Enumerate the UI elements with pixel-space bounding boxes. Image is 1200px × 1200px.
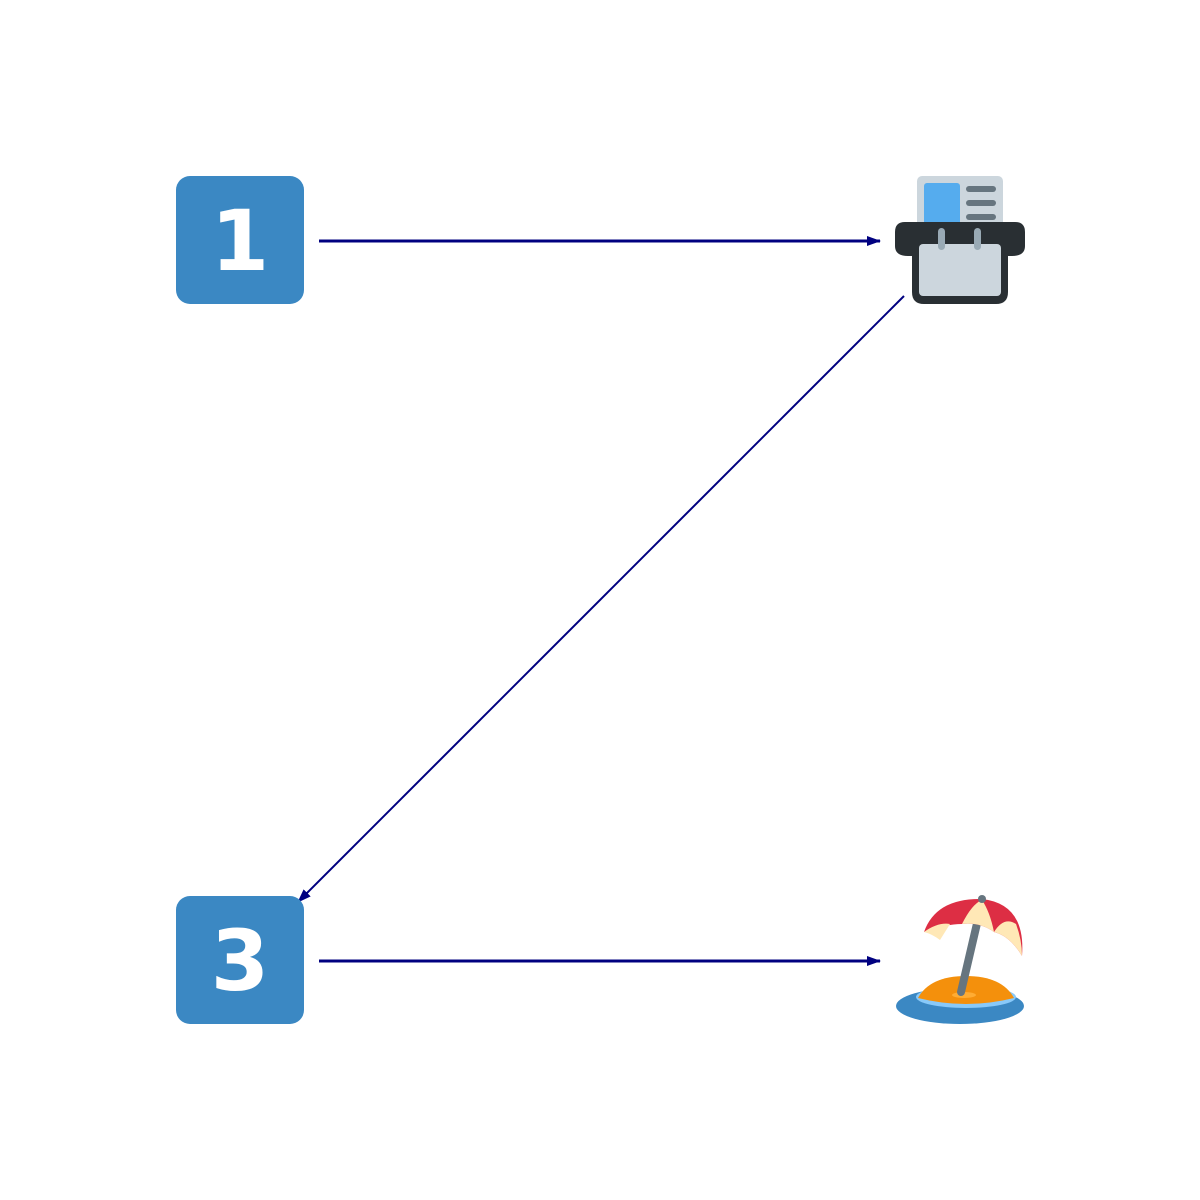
keycap-three-label: 3: [211, 912, 269, 1010]
keycap-one-label: 1: [211, 192, 269, 290]
edges: [297, 236, 905, 966]
keycap-digit-one-icon: 1: [176, 176, 304, 304]
card-index-icon: [895, 176, 1025, 304]
edge-card-index-to-3: [297, 295, 905, 903]
desert-island-icon: [896, 895, 1024, 1024]
keycap-digit-three-icon: 3: [176, 896, 304, 1024]
